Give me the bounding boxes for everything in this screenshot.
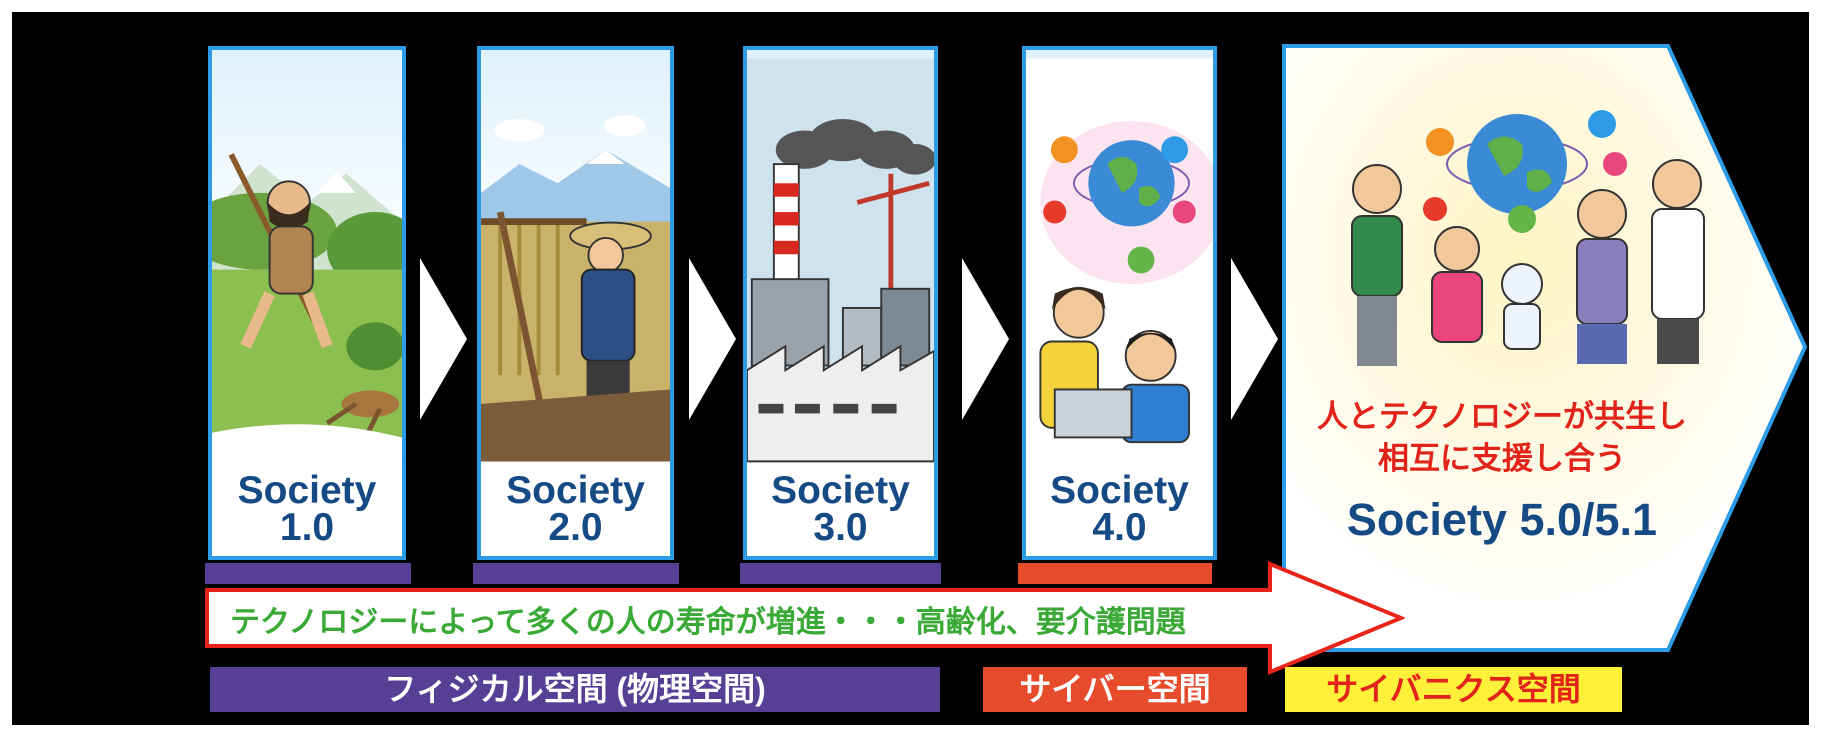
society-1-label: Society 1.0 (212, 469, 402, 549)
chevron-arrow-4 (1231, 258, 1278, 420)
panel-society-2: Society 2.0 (477, 46, 674, 560)
cybernics-space-bar: サイバニクス空間 (1285, 667, 1622, 712)
society-5-text: 人とテクノロジーが共生し 相互に支援し合う Society 5.0/5.1 (1282, 396, 1722, 546)
factory-illustration (747, 58, 934, 463)
cybernics-space-label: サイバニクス空間 (1326, 671, 1581, 707)
society-5-label: Society 5.0/5.1 (1346, 494, 1658, 545)
society-3-label: Society 3.0 (747, 469, 934, 549)
society-2-label-number: 2.0 (548, 506, 603, 549)
chevron-arrow-1 (420, 258, 467, 420)
lifespan-arrow-text: テクノロジーによって多くの人の寿命が増進・・・高齢化、要介護問題 (230, 606, 1186, 639)
society-2-label: Society 2.0 (481, 469, 670, 549)
chevron-arrow-3 (962, 258, 1009, 420)
society-5-tagline-1: 人とテクノロジーが共生し (1316, 399, 1688, 434)
society-5-tagline-2: 相互に支援し合う (1378, 441, 1626, 476)
cyber-space-bar: サイバー空間 (983, 667, 1247, 712)
farmer-illustration (481, 115, 670, 462)
society-4-label-number: 4.0 (1092, 506, 1147, 549)
society-4-label: Society 4.0 (1026, 469, 1213, 549)
panel-society-1: Society 1.0 (208, 46, 406, 560)
society-1-label-number: 1.0 (279, 506, 335, 549)
panel-society-3: Society 3.0 (743, 46, 938, 560)
panel-1-bar (205, 563, 411, 584)
panel-3-bar (740, 563, 941, 584)
society-2-label-word: Society (506, 469, 645, 512)
chevron-arrow-2 (689, 258, 736, 420)
lifespan-arrow (205, 561, 1405, 675)
cyber-space-label: サイバー空間 (1019, 671, 1211, 707)
physical-space-bar: フィジカル空間 (物理空間) (210, 667, 940, 712)
panel-society-4: Society 4.0 (1022, 46, 1217, 560)
panel-4-bar (1018, 563, 1212, 584)
hunter-illustration (212, 153, 402, 462)
society-1-label-word: Society (237, 469, 377, 512)
society-3-label-word: Society (771, 469, 910, 512)
society-4-label-word: Society (1050, 469, 1189, 512)
physical-space-label: フィジカル空間 (物理空間) (384, 671, 766, 707)
society-5-illustration (1351, 110, 1705, 366)
panel-2-bar (473, 563, 679, 584)
information-society-illustration (1026, 58, 1213, 462)
society-5-panel (1282, 44, 1808, 652)
society-3-label-number: 3.0 (813, 506, 868, 549)
